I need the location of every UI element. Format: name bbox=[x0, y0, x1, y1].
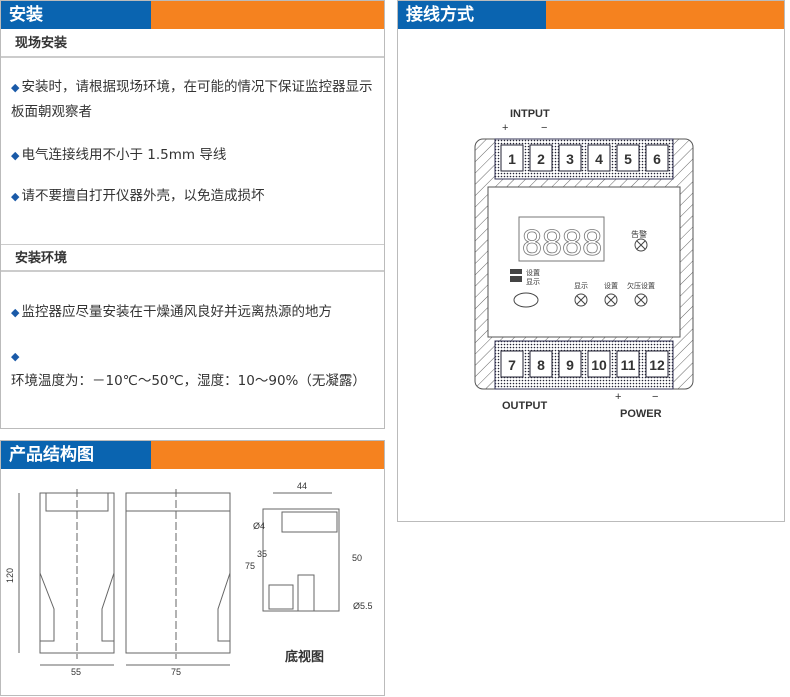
terminal-label: 7 bbox=[508, 357, 516, 373]
bottom-view-label: 底视图 bbox=[285, 649, 324, 664]
wiring-header: 接线方式 bbox=[398, 1, 784, 29]
terminal-5 bbox=[616, 144, 640, 172]
terminal-label: 2 bbox=[537, 151, 545, 167]
svg-text:120: 120 bbox=[5, 568, 15, 583]
list-item: ◆电气连接线用不小于 1.5mm 导线 bbox=[11, 147, 227, 163]
terminal-7 bbox=[500, 350, 524, 378]
input-label: INTPUT bbox=[510, 108, 550, 120]
svg-text:−: − bbox=[652, 391, 658, 403]
environment-heading: 安装环境 bbox=[1, 244, 384, 272]
terminal-label: 4 bbox=[595, 151, 603, 167]
terminal-11 bbox=[616, 350, 640, 378]
svg-text:Ø5.5: Ø5.5 bbox=[353, 601, 373, 611]
terminal-label: 10 bbox=[591, 357, 607, 373]
list-item: ◆监控器应尽量安装在干燥通风良好并远离热源的地方 bbox=[11, 304, 332, 320]
terminal-label: 5 bbox=[624, 151, 632, 167]
svg-text:设置: 设置 bbox=[526, 268, 540, 277]
terminal-8 bbox=[529, 350, 553, 378]
install-header: 安装 bbox=[1, 1, 384, 29]
terminal-3 bbox=[558, 144, 582, 172]
terminal-6 bbox=[645, 144, 669, 172]
onsite-install-heading: 现场安装 bbox=[1, 30, 384, 58]
structure-title: 产品结构图 bbox=[1, 441, 151, 469]
terminal-label: 1 bbox=[508, 151, 516, 167]
svg-text:Ø4: Ø4 bbox=[253, 521, 265, 531]
svg-text:8888: 8888 bbox=[522, 222, 602, 263]
terminal-4 bbox=[587, 144, 611, 172]
diamond-icon: ◆ bbox=[11, 190, 20, 203]
list-item: ◆安装时，请根据现场环境，在可能的情况下保证监控器显示板面朝观察者 bbox=[11, 79, 373, 120]
list-item: ◆环境温度为：－10℃～50℃，湿度：10～90%（无凝露） bbox=[11, 350, 366, 389]
svg-text:显示: 显示 bbox=[526, 278, 540, 286]
diamond-icon: ◆ bbox=[11, 306, 20, 319]
power-label: POWER bbox=[620, 408, 662, 420]
terminal-label: 9 bbox=[566, 357, 574, 373]
lamp-label: 设置 bbox=[604, 281, 618, 290]
output-label: OUTPUT bbox=[502, 400, 548, 412]
svg-text:75: 75 bbox=[245, 561, 255, 571]
terminal-10 bbox=[587, 350, 611, 378]
install-title: 安装 bbox=[1, 1, 151, 29]
svg-text:−: − bbox=[541, 122, 547, 134]
svg-text:+: + bbox=[615, 391, 621, 403]
terminal-1 bbox=[500, 144, 524, 172]
terminal-label: 6 bbox=[653, 151, 661, 167]
terminal-label: 11 bbox=[621, 357, 636, 373]
list-item: ◆请不要擅自打开仪器外壳，以免造成损坏 bbox=[11, 188, 265, 204]
svg-text:50: 50 bbox=[352, 553, 362, 563]
lamp-label: 欠压设置 bbox=[627, 281, 655, 290]
svg-text:75: 75 bbox=[171, 667, 181, 677]
set-display-button[interactable] bbox=[513, 292, 539, 308]
terminal-label: 12 bbox=[649, 357, 665, 373]
terminal-9 bbox=[558, 350, 582, 378]
terminal-label: 8 bbox=[537, 357, 545, 373]
structure-panel: 产品结构图 120 55 75 44 Ø4 75 35 50 Ø5.5 底视图 bbox=[0, 440, 385, 696]
wiring-title: 接线方式 bbox=[398, 1, 546, 29]
structure-drawing: 120 55 75 44 Ø4 75 35 50 Ø5.5 底视图 bbox=[5, 481, 373, 677]
terminal-label: 3 bbox=[566, 151, 574, 167]
svg-text:35: 35 bbox=[257, 549, 267, 559]
diamond-icon: ◆ bbox=[11, 81, 20, 94]
svg-text:44: 44 bbox=[297, 481, 307, 491]
diamond-icon: ◆ bbox=[11, 149, 20, 162]
diamond-icon: ◆ bbox=[11, 350, 20, 363]
alarm-label: 告警 bbox=[631, 229, 647, 239]
structure-header: 产品结构图 bbox=[1, 441, 384, 469]
install-panel: 安装 现场安装 ◆安装时，请根据现场环境，在可能的情况下保证监控器显示板面朝观察… bbox=[0, 0, 385, 429]
svg-text:55: 55 bbox=[71, 667, 81, 677]
terminal-2 bbox=[529, 144, 553, 172]
svg-text:+: + bbox=[502, 122, 508, 134]
lamp-label: 显示 bbox=[574, 282, 588, 290]
terminal-12 bbox=[645, 350, 669, 378]
